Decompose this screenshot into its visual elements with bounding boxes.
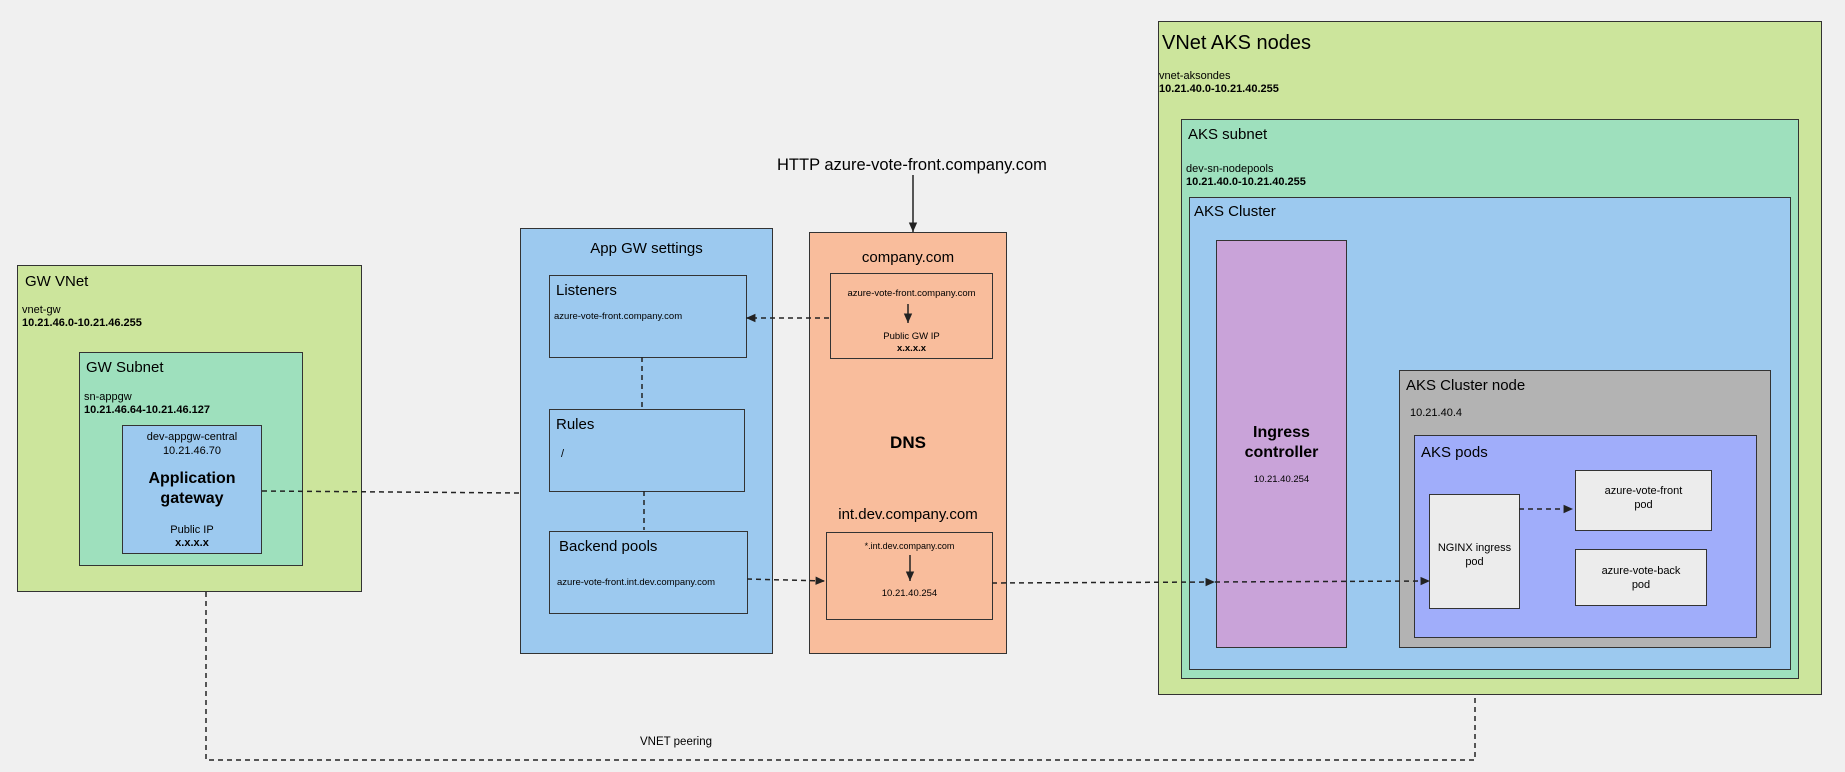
- nginx-ingress-pod-line2: pod: [1465, 556, 1484, 568]
- appgw-name: dev-appgw-central: [146, 431, 238, 443]
- azure-vote-back-pod: azure-vote-back pod: [1575, 549, 1707, 606]
- aks-subnet-container: AKS subnet dev-sn-nodepools 10.21.40.0-1…: [1181, 119, 1799, 679]
- appgw-title-line1: Application: [148, 470, 236, 487]
- dns-zone2-title: int.dev.company.com: [838, 506, 978, 523]
- dns-label: DNS: [890, 433, 926, 452]
- dns-zone1-record: azure-vote-front.company.com: [847, 288, 976, 299]
- appgw-ip: 10.21.46.70: [162, 445, 222, 457]
- dns-zone1-target-value: x.x.x.x: [896, 343, 927, 354]
- ingress-controller-line2: controller: [1244, 444, 1319, 461]
- aks-vnet-container: VNet AKS nodes vnet-aksondes 10.21.40.0-…: [1158, 21, 1822, 695]
- aks-cluster-node-title: AKS Cluster node: [1406, 377, 1526, 394]
- aks-cluster-node: AKS Cluster node 10.21.40.4 AKS pods NGI…: [1399, 370, 1771, 648]
- appgw-public-label: Public IP: [170, 524, 214, 536]
- gw-vnet-name: vnet-gw: [22, 304, 61, 316]
- dns-zone1-target-label: Public GW IP: [883, 331, 940, 342]
- azure-vote-front-pod-line2: pod: [1634, 499, 1653, 511]
- rules-title: Rules: [556, 416, 595, 433]
- application-gateway: dev-appgw-central 10.21.46.70 Applicatio…: [122, 425, 262, 554]
- nginx-ingress-pod: NGINX ingress pod: [1429, 494, 1520, 609]
- gw-subnet-container: GW Subnet sn-appgw 10.21.46.64-10.21.46.…: [79, 352, 303, 566]
- aks-vnet-title: VNet AKS nodes: [1162, 32, 1311, 54]
- gw-vnet-range: 10.21.46.0-10.21.46.255: [22, 317, 142, 329]
- aks-cluster-container: AKS Cluster Ingress controller 10.21.40.…: [1189, 197, 1791, 670]
- listeners-box: Listeners azure-vote-front.company.com: [549, 275, 747, 358]
- dns-zone1-record-box: azure-vote-front.company.com Public GW I…: [830, 273, 993, 359]
- backend-pools-box: Backend pools azure-vote-front.int.dev.c…: [549, 531, 748, 614]
- azure-vote-back-pod-line2: pod: [1631, 579, 1651, 591]
- azure-vote-front-pod-line1: azure-vote-front: [1604, 485, 1683, 497]
- gw-vnet-container: GW VNet vnet-gw 10.21.46.0-10.21.46.255 …: [17, 265, 362, 592]
- dns-zone2-target-value: 10.21.40.254: [881, 588, 938, 599]
- aks-subnet-range: 10.21.40.0-10.21.40.255: [1186, 176, 1306, 188]
- rules-value: /: [561, 448, 565, 460]
- gw-subnet-title: GW Subnet: [86, 359, 164, 376]
- gw-vnet-title: GW VNet: [25, 273, 89, 290]
- backend-pools-value: azure-vote-front.int.dev.company.com: [557, 577, 716, 588]
- appgw-settings-title: App GW settings: [590, 240, 703, 257]
- aks-vnet-range: 10.21.40.0-10.21.40.255: [1159, 83, 1279, 95]
- gw-subnet-name: sn-appgw: [84, 391, 132, 403]
- dns-zone1-title: company.com: [861, 249, 955, 266]
- nginx-ingress-pod-line1: NGINX ingress: [1437, 542, 1512, 554]
- aks-subnet-title: AKS subnet: [1188, 126, 1268, 143]
- aks-pods-title: AKS pods: [1421, 444, 1488, 461]
- dns-zone2-record-box: *.int.dev.company.com 10.21.40.254: [826, 532, 993, 620]
- gw-subnet-range: 10.21.46.64-10.21.46.127: [84, 404, 211, 416]
- listeners-value: azure-vote-front.company.com: [554, 311, 683, 322]
- rules-box: Rules /: [549, 409, 745, 492]
- appgw-public-value: x.x.x.x: [175, 537, 209, 549]
- listeners-title: Listeners: [556, 282, 617, 299]
- ingress-controller: Ingress controller 10.21.40.254: [1216, 240, 1347, 648]
- azure-vote-back-pod-line1: azure-vote-back: [1601, 565, 1681, 577]
- aks-cluster-title: AKS Cluster: [1194, 203, 1276, 220]
- appgw-title-line2: gateway: [160, 490, 224, 507]
- azure-vote-front-pod: azure-vote-front pod: [1575, 470, 1712, 531]
- aks-subnet-name: dev-sn-nodepools: [1186, 163, 1274, 175]
- aks-pods-container: AKS pods NGINX ingress pod azure-vote-fr…: [1414, 435, 1757, 638]
- dns-zone2-record: *.int.dev.company.com: [864, 541, 955, 551]
- vnet-peering-label: VNET peering: [640, 736, 713, 748]
- ingress-controller-ip: 10.21.40.254: [1253, 474, 1310, 485]
- ingress-controller-line1: Ingress: [1253, 424, 1310, 441]
- appgw-settings-container: App GW settings Listeners azure-vote-fro…: [520, 228, 773, 654]
- dns-container: company.com azure-vote-front.company.com…: [809, 232, 1007, 654]
- http-entry-label: HTTP azure-vote-front.company.com: [777, 156, 1047, 174]
- aks-cluster-node-ip: 10.21.40.4: [1410, 407, 1462, 419]
- backend-pools-title: Backend pools: [559, 538, 658, 555]
- aks-vnet-name: vnet-aksondes: [1159, 70, 1231, 82]
